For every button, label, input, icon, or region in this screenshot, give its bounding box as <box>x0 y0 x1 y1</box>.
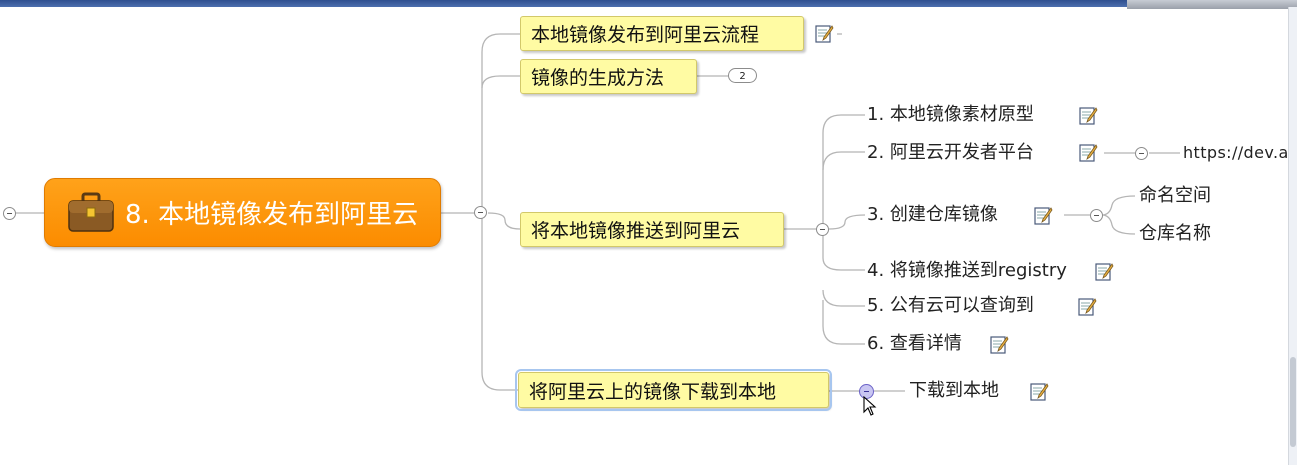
topic-download-to-local[interactable]: 将阿里云上的镜像下载到本地 <box>515 369 832 411</box>
subtopic-3[interactable]: 3. 创建仓库镜像 <box>867 204 998 225</box>
note-icon[interactable] <box>1079 143 1098 162</box>
topic-label: 本地镜像发布到阿里云流程 <box>531 24 760 46</box>
note-icon[interactable] <box>815 24 834 43</box>
vertical-scrollbar[interactable] <box>1288 7 1297 465</box>
note-icon[interactable] <box>1079 106 1098 125</box>
central-topic[interactable]: 8. 本地镜像发布到阿里云 <box>44 178 441 247</box>
collapse-toggle-s2[interactable] <box>1135 147 1148 160</box>
window-controls-area <box>1127 0 1297 9</box>
topic-image-generation[interactable]: 镜像的生成方法 <box>520 59 697 94</box>
topic-push-to-aliyun[interactable]: 将本地镜像推送到阿里云 <box>520 212 784 247</box>
note-icon[interactable] <box>1034 206 1053 225</box>
note-icon[interactable] <box>990 335 1009 354</box>
central-topic-label: 8. 本地镜像发布到阿里云 <box>125 200 419 230</box>
topic-label: 镜像的生成方法 <box>531 67 665 89</box>
scrollbar-thumb[interactable] <box>1290 357 1296 447</box>
download-child-topic[interactable]: 下载到本地 <box>909 380 999 401</box>
briefcase-icon <box>67 192 115 234</box>
topic-publish-flow[interactable]: 本地镜像发布到阿里云流程 <box>520 16 804 51</box>
mouse-pointer-icon <box>863 396 877 416</box>
subtopic-3-repo-name[interactable]: 仓库名称 <box>1139 223 1211 244</box>
collapse-toggle-central[interactable] <box>474 206 487 219</box>
collapse-toggle-push[interactable] <box>816 223 829 236</box>
note-icon[interactable] <box>1095 262 1114 281</box>
subtopic-3-namespace[interactable]: 命名空间 <box>1139 185 1211 206</box>
subtopic-2[interactable]: 2. 阿里云开发者平台 <box>867 142 1034 163</box>
topic-label: 将本地镜像推送到阿里云 <box>531 220 741 242</box>
subtopic-5[interactable]: 5. 公有云可以查询到 <box>867 295 1034 316</box>
note-icon[interactable] <box>1030 382 1049 401</box>
topic-label: 将阿里云上的镜像下载到本地 <box>529 380 777 403</box>
collapse-toggle-left[interactable] <box>3 207 16 220</box>
collapsed-children-badge[interactable]: 2 <box>728 68 757 83</box>
subtopic-4[interactable]: 4. 将镜像推送到registry <box>867 260 1067 281</box>
subtopic-2-child-link[interactable]: https://dev.a <box>1183 143 1289 162</box>
subtopic-1[interactable]: 1. 本地镜像素材原型 <box>867 104 1034 125</box>
window-title-bar <box>0 0 1297 7</box>
collapse-toggle-s3[interactable] <box>1090 209 1103 222</box>
note-icon[interactable] <box>1078 297 1097 316</box>
subtopic-6[interactable]: 6. 查看详情 <box>867 333 962 354</box>
collapse-toggle-download[interactable] <box>859 384 874 399</box>
